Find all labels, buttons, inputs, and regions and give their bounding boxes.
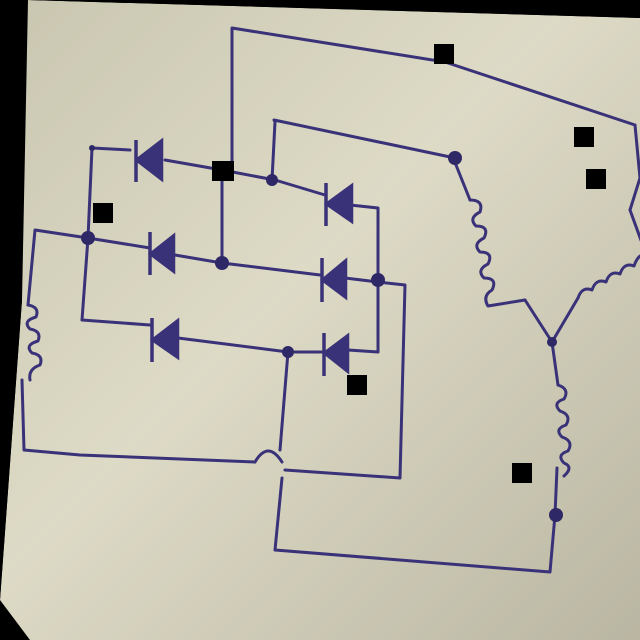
diode-mid-left (147, 232, 176, 275)
wire-right-mid (283, 276, 407, 480)
redaction-box (347, 375, 367, 395)
inductor-coil-delta-right (576, 208, 640, 300)
diode-low-left (149, 317, 180, 362)
redaction-box (212, 161, 234, 181)
diode-mid-right (319, 257, 348, 302)
inductor-coil-left (25, 303, 43, 382)
junctions (81, 145, 563, 522)
inductors (25, 198, 640, 478)
redaction-box (434, 44, 454, 64)
junction-dot (89, 145, 95, 151)
wire-left-column (80, 146, 152, 327)
wire-right-inductor-feed (550, 340, 560, 387)
redaction-box (512, 463, 532, 483)
wire-top-node-drop (270, 120, 277, 182)
diodes (133, 137, 354, 376)
junction-dot (282, 346, 294, 358)
junction-dot (266, 174, 278, 186)
diode-low-right (321, 332, 350, 376)
redaction-box (586, 169, 606, 189)
inductor-coil-delta-left (468, 198, 527, 308)
diode-top-right (323, 182, 354, 226)
wire-lower-loop (273, 350, 557, 574)
redactions (93, 44, 606, 483)
junction-dot (448, 151, 462, 165)
junction-dot (371, 273, 385, 287)
photo-edge-top-right (28, 0, 640, 18)
wire-right-low (346, 280, 380, 354)
inductor-coil-right (555, 383, 572, 478)
redaction-box (574, 127, 594, 147)
junction-dot (215, 256, 229, 270)
redaction-box (93, 203, 113, 223)
wire-delta-bottom-left (523, 298, 554, 344)
wire-right-top (348, 203, 380, 284)
photo-edge-left (0, 0, 28, 600)
wire-left-inductor (20, 228, 257, 464)
junction-dot (547, 337, 557, 347)
wire-right-inductor-out (553, 466, 559, 517)
wire-delta-bottom-right (550, 296, 580, 344)
junction-dot (81, 231, 95, 245)
wire-delta-right (628, 123, 640, 212)
junction-dot (549, 508, 563, 522)
diode-top-left (133, 137, 164, 183)
wire-top-row (90, 146, 327, 197)
wire-crossover (253, 449, 284, 464)
